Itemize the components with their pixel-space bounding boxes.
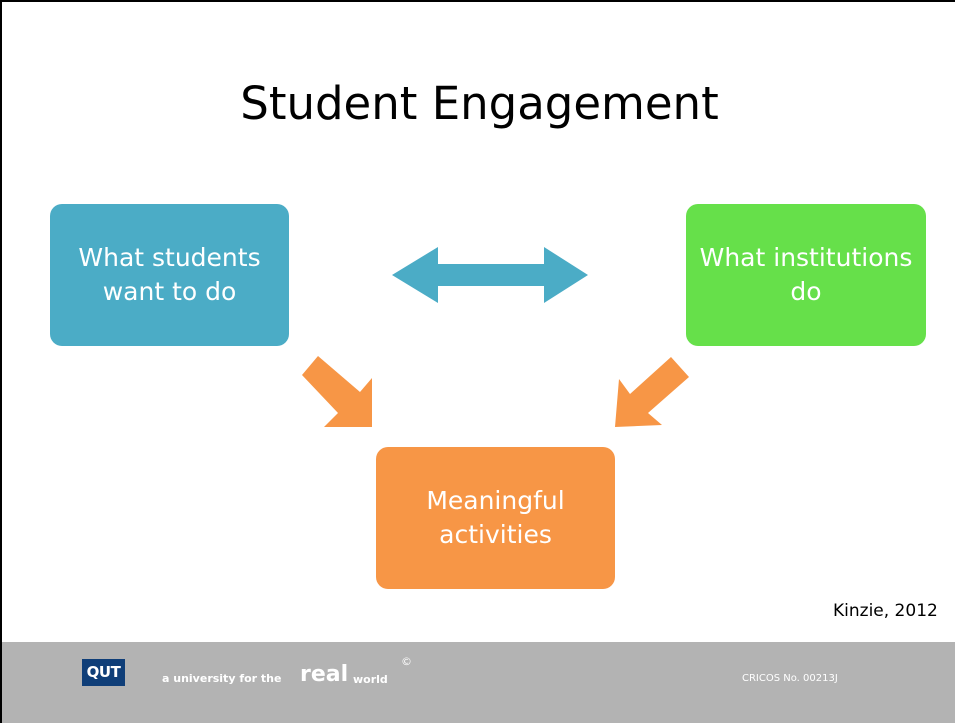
node-what-institutions-do-label: What institutions do <box>699 243 913 306</box>
cricos-number: CRICOS No. 00213J <box>742 673 838 684</box>
node-what-institutions-do: What institutions do <box>686 204 926 346</box>
footer-bar: QUT a university for the real world © CR… <box>2 642 955 723</box>
copyright-mark: © <box>401 655 412 668</box>
arrow-institutions-to-activities <box>615 357 689 427</box>
tagline-real: real <box>300 662 349 687</box>
node-what-students-want: What students want to do <box>50 204 289 346</box>
node-what-students-want-label: What students want to do <box>78 243 261 306</box>
citation: Kinzie, 2012 <box>833 601 938 621</box>
double-arrow <box>392 247 588 303</box>
qut-logo: QUT <box>82 659 125 686</box>
slide-title: Student Engagement <box>240 77 719 130</box>
arrow-students-to-activities <box>302 356 372 427</box>
tagline-prefix: a university for the <box>162 672 282 685</box>
node-meaningful-activities: Meaningful activities <box>376 447 615 589</box>
diagram-arrows <box>302 247 689 427</box>
node-meaningful-activities-label: Meaningful activities <box>426 486 565 549</box>
tagline-world: world <box>353 673 388 686</box>
